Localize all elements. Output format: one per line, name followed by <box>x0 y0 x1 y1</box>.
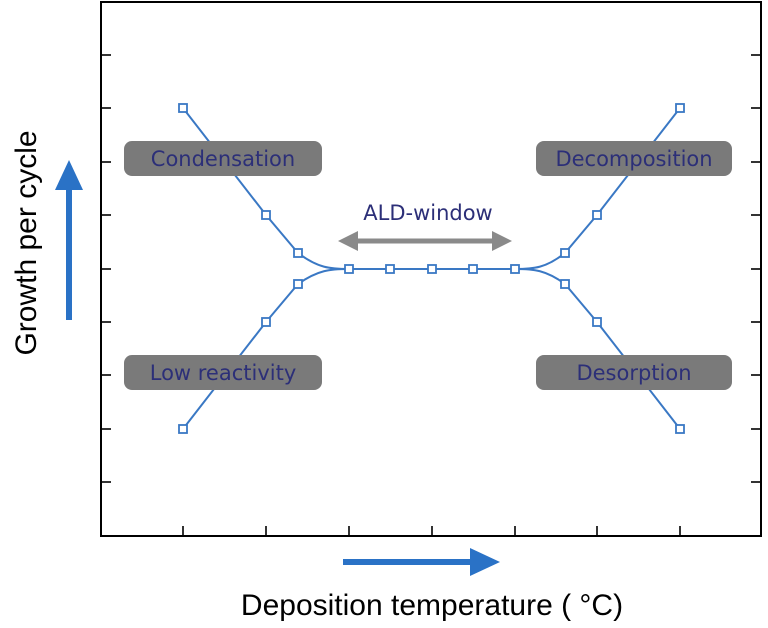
x-direction-arrow <box>343 548 500 576</box>
marker <box>344 264 354 274</box>
marker <box>560 248 570 258</box>
decomposition-curve <box>514 107 681 270</box>
x-axis-ticks <box>182 526 681 536</box>
marker <box>592 317 602 327</box>
low-reactivity-label: Low reactivity <box>150 361 297 385</box>
condensation-box: Condensation <box>124 141 322 176</box>
marker <box>178 424 188 434</box>
marker <box>261 317 271 327</box>
low-reactivity-box: Low reactivity <box>124 355 322 390</box>
desorption-label: Desorption <box>576 361 691 385</box>
marker <box>510 264 520 274</box>
decomposition-label: Decomposition <box>555 147 712 171</box>
y-direction-arrow <box>55 160 83 320</box>
marker <box>385 264 395 274</box>
marker <box>592 210 602 220</box>
marker <box>560 279 570 289</box>
marker <box>468 264 478 274</box>
decomposition-box: Decomposition <box>536 141 732 176</box>
y-axis-ticks <box>101 54 761 483</box>
data-markers <box>178 103 685 434</box>
desorption-curve <box>514 268 681 430</box>
marker <box>427 264 437 274</box>
y-axis-title: Growth per cycle <box>10 130 43 355</box>
desorption-box: Desorption <box>536 355 732 390</box>
ald-window-label: ALD-window <box>363 201 493 225</box>
condensation-curve <box>182 107 350 270</box>
condensation-label: Condensation <box>151 147 295 171</box>
marker <box>261 210 271 220</box>
marker <box>178 103 188 113</box>
x-axis-title: Deposition temperature ( °C) <box>241 589 623 622</box>
low-reactivity-curve <box>182 268 350 430</box>
marker <box>293 279 303 289</box>
marker <box>675 103 685 113</box>
marker <box>293 248 303 258</box>
marker <box>675 424 685 434</box>
